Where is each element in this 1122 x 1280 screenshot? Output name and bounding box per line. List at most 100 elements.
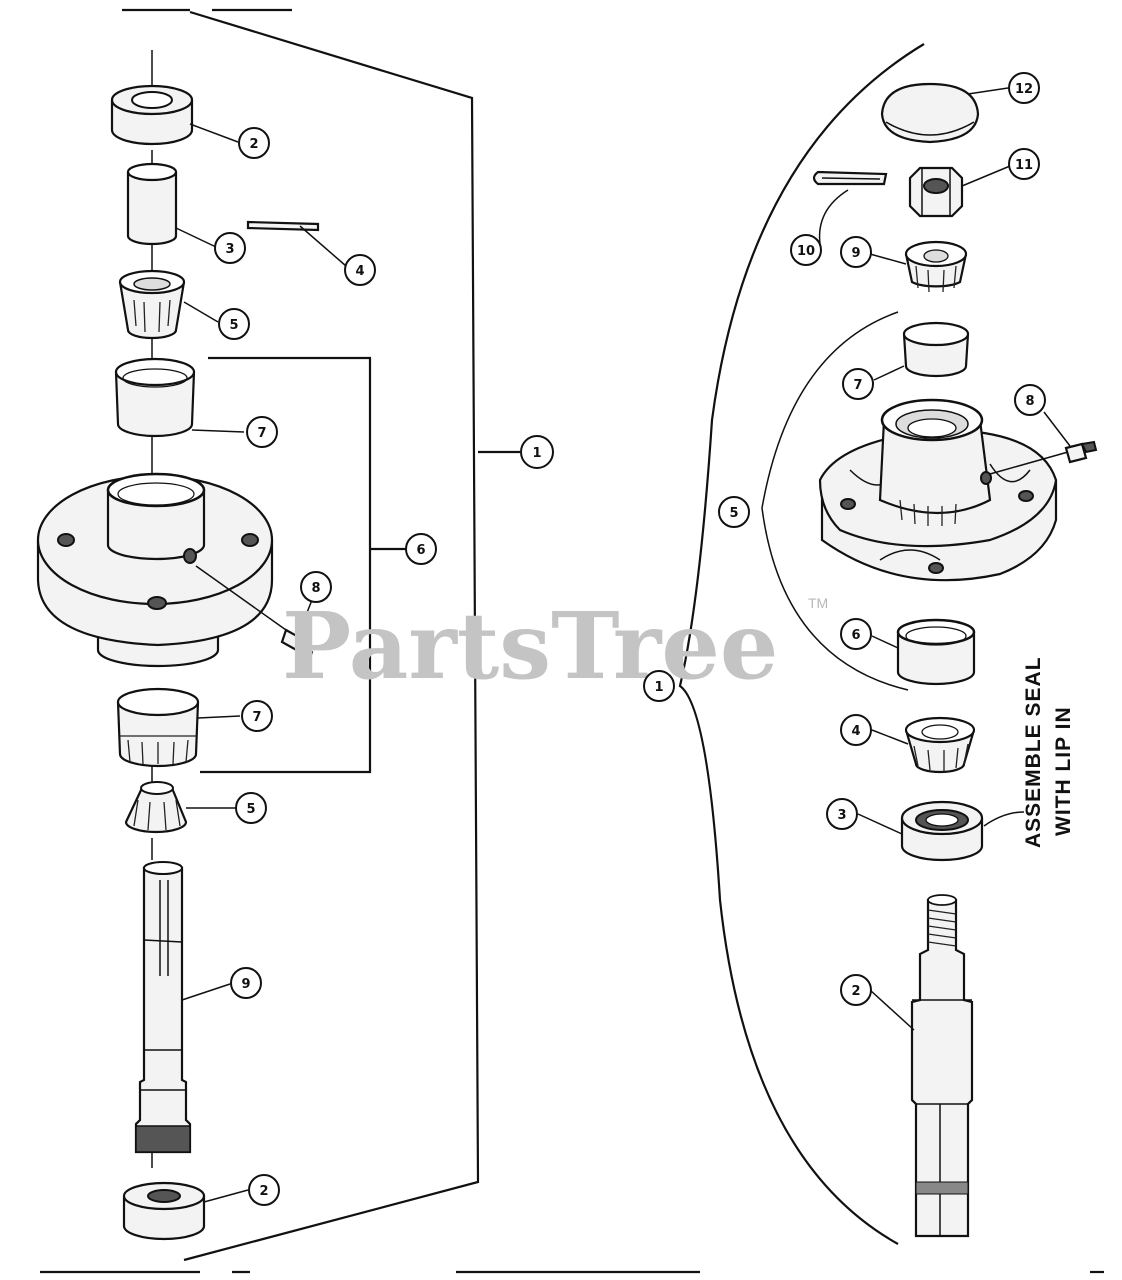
left-assembly-bracket [183, 10, 480, 1262]
callout-circle [344, 254, 376, 286]
callout-left-callout-4: 4 [344, 254, 376, 286]
callout-circle [1014, 384, 1046, 416]
right-grease-fitting [1064, 440, 1098, 464]
callout-right-callout-7: 7 [842, 368, 874, 400]
callout-circle [718, 496, 750, 528]
callout-left-callout-5-top: 5 [218, 308, 250, 340]
callout-label: 5 [246, 802, 255, 817]
right-cone-bearing-top [904, 240, 968, 293]
callout-layer: 2 3 4 5 7 1 6 8 7 5 9 2 12 11 10 9 7 8 5 6 1 4 3 2 [214, 72, 1046, 1206]
left-spindle-assembly [36, 8, 520, 1262]
right-sealed-bearing [900, 800, 984, 862]
callout-circle [405, 533, 437, 565]
parts-tree-watermark: PartsTree TM [282, 592, 828, 700]
right-seal-ring [896, 618, 976, 686]
right-assembly-brace [678, 43, 925, 1245]
left-cone-bearing-top [118, 269, 186, 340]
left-hub-bracket [200, 356, 372, 774]
callout-right-callout-12: 12 [1008, 72, 1040, 104]
right-cotter-pin [812, 170, 888, 186]
callout-label: 4 [851, 724, 860, 739]
callout-right-callout-5: 5 [718, 496, 750, 528]
callout-label: 7 [257, 426, 266, 441]
left-cone-bearing-bottom [124, 781, 188, 834]
callout-circle [520, 435, 554, 469]
left-bearing-bottom [122, 1181, 206, 1241]
callout-circle [826, 798, 858, 830]
assembly-note: ASSEMBLE SEAL WITH LIP IN [1022, 656, 1075, 848]
callout-right-callout-2: 2 [840, 974, 872, 1006]
right-cone-bearing-bottom [904, 716, 976, 774]
callout-left-callout-2-top: 2 [238, 127, 270, 159]
callout-circle [238, 127, 270, 159]
callout-circle [218, 308, 250, 340]
callout-label: 2 [851, 984, 860, 999]
callout-circle [300, 571, 332, 603]
callout-left-callout-7-bottom: 7 [241, 700, 273, 732]
callout-label: 8 [1025, 394, 1034, 409]
left-bearing-top [110, 84, 194, 146]
callout-circle [230, 967, 262, 999]
callout-circle [1008, 148, 1040, 180]
watermark-trademark: TM [808, 595, 828, 611]
left-key [246, 220, 320, 232]
right-dust-cap [880, 82, 980, 144]
callout-circle [246, 416, 278, 448]
callout-left-callout-5-bottom: 5 [235, 792, 267, 824]
note-line-1: ASSEMBLE SEAL [1022, 656, 1045, 848]
callout-left-callout-1: 1 [520, 435, 554, 469]
right-spindle-assembly [678, 43, 1098, 1245]
callout-left-callout-6: 6 [405, 533, 437, 565]
callout-label: 3 [837, 808, 846, 823]
callout-label: 5 [729, 506, 738, 521]
callout-label: 6 [851, 628, 860, 643]
callout-label: 12 [1015, 82, 1033, 97]
callout-circle [840, 714, 872, 746]
callout-label: 9 [241, 977, 250, 992]
callout-label: 2 [249, 137, 258, 152]
callout-right-callout-3: 3 [826, 798, 858, 830]
callout-label: 6 [416, 543, 425, 558]
callout-right-callout-1: 1 [643, 670, 675, 702]
callout-left-callout-9: 9 [230, 967, 262, 999]
left-bearing-cup-top [114, 357, 196, 438]
callout-right-callout-4: 4 [840, 714, 872, 746]
callout-right-callout-9: 9 [840, 236, 872, 268]
callout-circle [842, 368, 874, 400]
callout-label: 2 [259, 1184, 268, 1199]
callout-circle [840, 618, 872, 650]
callout-label: 3 [225, 242, 234, 257]
callout-label: 1 [532, 446, 541, 461]
callout-right-callout-6: 6 [840, 618, 872, 650]
left-bearing-cup-bottom [116, 687, 200, 768]
right-spindle-hub [818, 398, 1069, 582]
callout-label: 9 [851, 246, 860, 261]
callout-circle [1008, 72, 1040, 104]
right-bearing-cup-top [902, 321, 970, 378]
callout-left-callout-8: 8 [300, 571, 332, 603]
callout-circle [235, 792, 267, 824]
callout-circle [840, 974, 872, 1006]
callout-right-callout-8: 8 [1014, 384, 1046, 416]
callout-left-callout-7-top: 7 [246, 416, 278, 448]
left-spindle-shaft [134, 861, 192, 1154]
right-hub-brace [761, 311, 909, 691]
left-spacer-tube [126, 162, 178, 246]
callout-circle [241, 700, 273, 732]
callout-circle [248, 1174, 280, 1206]
callout-right-callout-11: 11 [1008, 148, 1040, 180]
left-grease-fitting [280, 628, 314, 660]
callout-right-callout-10: 10 [790, 234, 822, 266]
callout-label: 1 [654, 680, 663, 695]
right-castle-nut [908, 166, 964, 218]
callout-label: 7 [853, 378, 862, 393]
note-line-2: WITH LIP IN [1052, 706, 1075, 836]
callout-label: 10 [797, 244, 815, 259]
callout-circle [643, 670, 675, 702]
callout-left-callout-2-bottom: 2 [248, 1174, 280, 1206]
callout-left-callout-3: 3 [214, 232, 246, 264]
left-spindle-hub [36, 472, 287, 668]
watermark-text: PartsTree [282, 592, 778, 700]
callout-label: 5 [229, 318, 238, 333]
